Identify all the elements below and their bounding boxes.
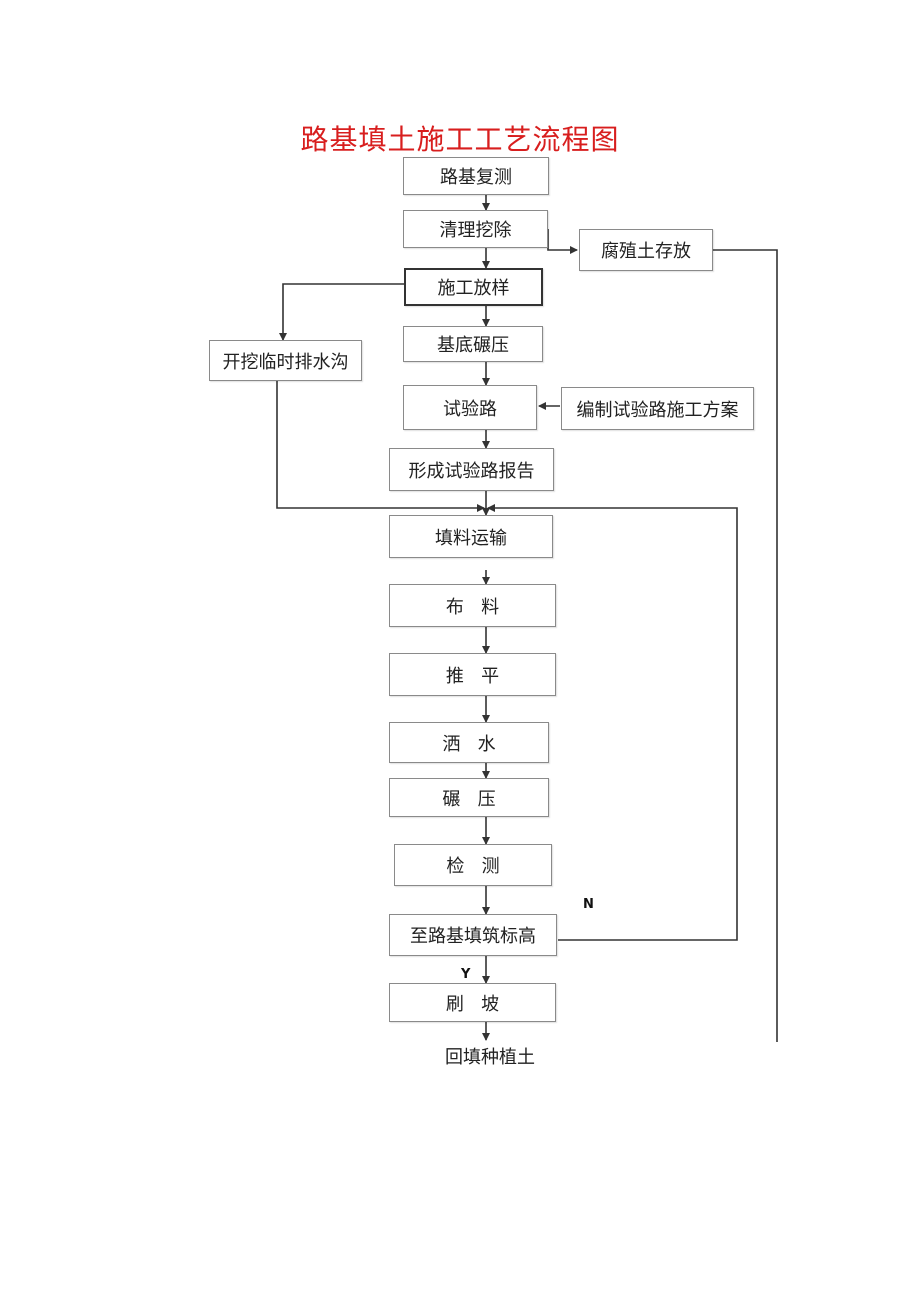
step-elevation: 至路基填筑标高 [389, 914, 557, 956]
step-trial-road: 试验路 [403, 385, 537, 430]
step-clear: 清理挖除 [403, 210, 548, 248]
label-no: N [583, 897, 594, 912]
label-yes: Y [461, 967, 471, 982]
arrow-clear-storage [547, 229, 578, 254]
step-survey: 路基复测 [403, 157, 549, 195]
step-compact-base: 基底碾压 [403, 326, 543, 362]
diagram-title: 路基填土施工工艺流程图 [300, 123, 620, 156]
step-inspect: 检 测 [394, 844, 552, 886]
line-drain-join [276, 381, 485, 512]
step-trial-plan: 编制试验路施工方案 [561, 387, 754, 430]
line-storage-right [713, 249, 778, 1042]
step-roll: 碾 压 [389, 778, 549, 817]
step-level: 推 平 [389, 653, 556, 696]
step-spread: 布 料 [389, 584, 556, 627]
step-trial-report: 形成试验路报告 [389, 448, 554, 491]
step-water: 洒 水 [389, 722, 549, 763]
end-step-text: 回填种植土 [445, 1047, 535, 1068]
step-transport: 填料运输 [389, 515, 553, 558]
step-topsoil-storage: 腐殖土存放 [579, 229, 713, 271]
step-slope: 刷 坡 [389, 983, 556, 1022]
arrow-layout-drain [279, 283, 404, 341]
step-drain: 开挖临时排水沟 [209, 340, 362, 381]
step-layout: 施工放样 [404, 268, 543, 306]
line-no-loop [487, 504, 738, 941]
